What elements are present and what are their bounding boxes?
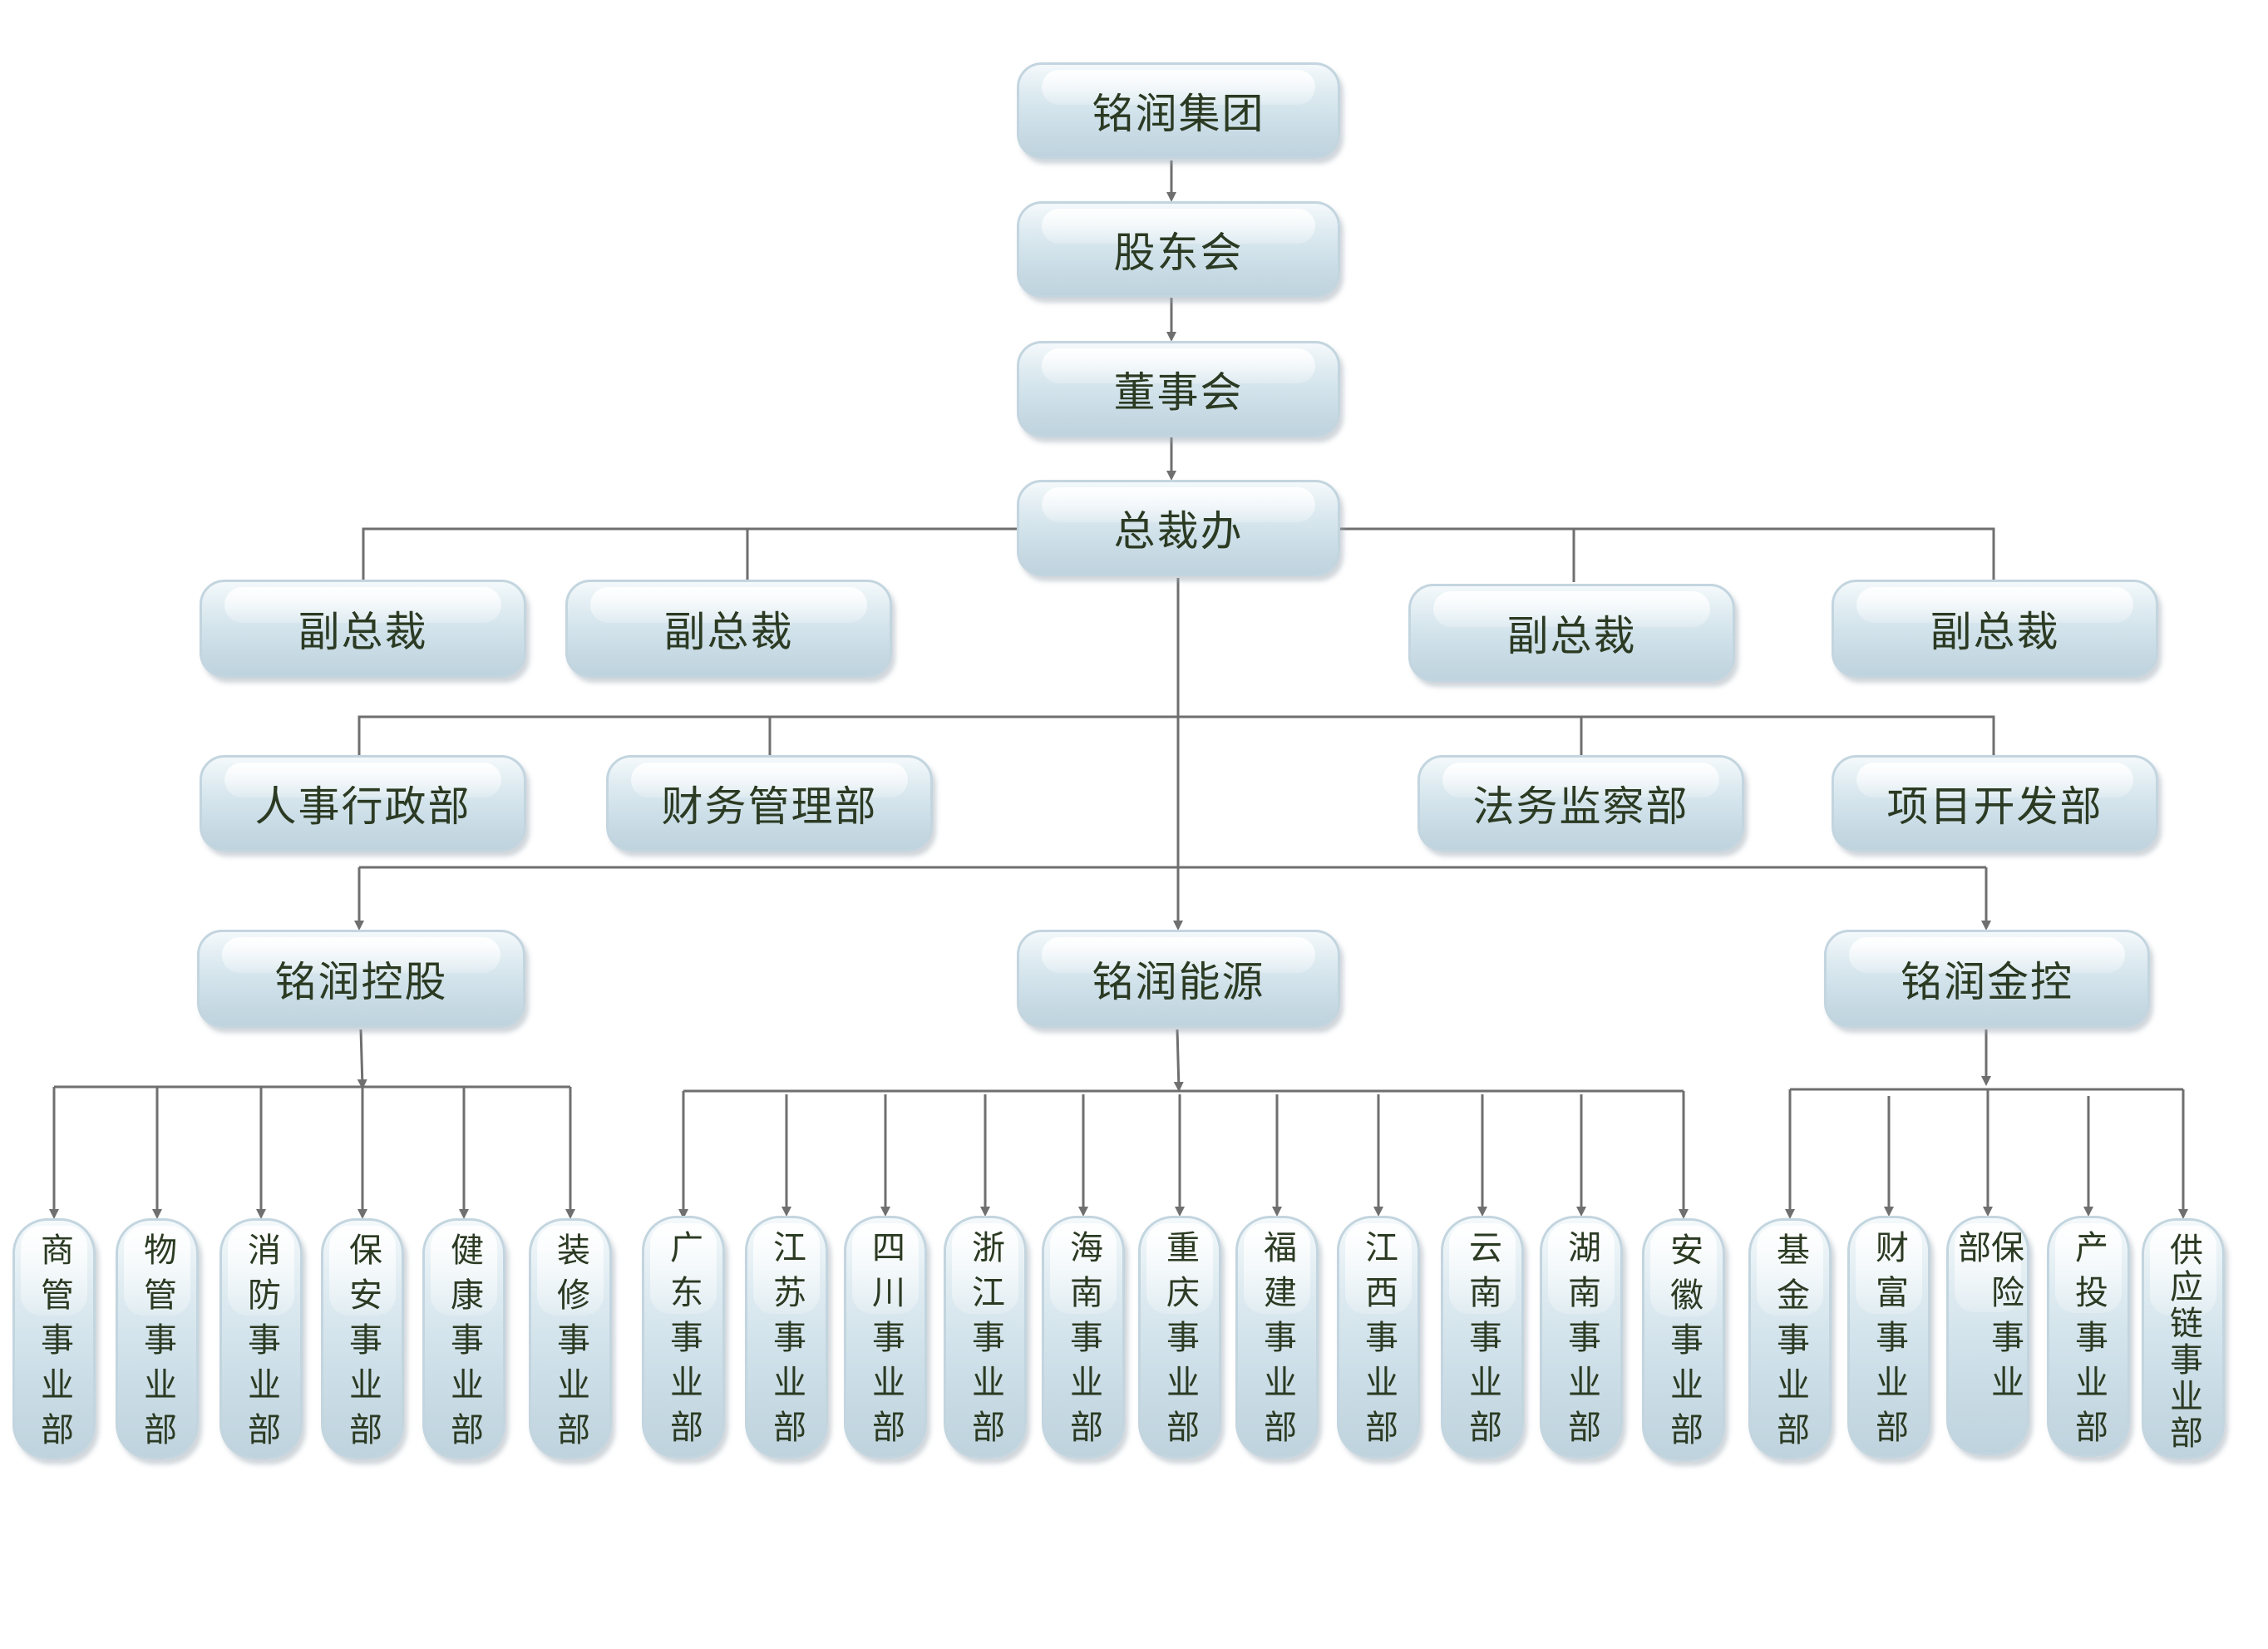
- node-label: 保安事业部: [343, 1232, 382, 1457]
- node-label: 铭润能源: [1092, 958, 1265, 1006]
- node-label: 项目开发部: [1886, 783, 2103, 831]
- node-label: 副总裁: [1930, 608, 2060, 656]
- node-label: 总裁办: [1113, 507, 1244, 555]
- node-unit-energy: 四川事业部: [844, 1216, 927, 1459]
- node-label: 物管事业部: [138, 1232, 176, 1457]
- node-unit-holding: 消防事业部: [219, 1218, 303, 1459]
- node-unit-energy: 浙江事业部: [944, 1216, 1027, 1459]
- node-unit-energy: 安徽事业部: [1642, 1218, 1725, 1461]
- node-label: 健康事业部: [445, 1232, 483, 1457]
- node-label: 财富事业部: [1870, 1230, 1908, 1454]
- node-unit-energy: 重庆事业部: [1138, 1216, 1221, 1459]
- node-board: 董事会: [1017, 341, 1340, 437]
- node-subsidiary-finance: 铭润金控: [1824, 930, 2150, 1028]
- node-unit-energy: 湖南事业部: [1540, 1216, 1623, 1459]
- node-unit-energy: 云南事业部: [1441, 1216, 1524, 1459]
- node-label: 装修事业部: [551, 1232, 589, 1457]
- node-label: 财务管理部: [661, 783, 878, 831]
- node-department-project: 项目开发部: [1832, 755, 2158, 852]
- node-label: 法务监察部: [1472, 783, 1689, 831]
- node-label: 保险事业部: [1952, 1230, 2024, 1410]
- node-label: 福建事业部: [1258, 1230, 1296, 1454]
- node-vice-president: 副总裁: [1832, 580, 2158, 678]
- node-label: 副总裁: [663, 608, 794, 656]
- node-label: 供应链事业部: [2164, 1232, 2202, 1452]
- node-department-legal: 法务监察部: [1418, 755, 1744, 852]
- node-president-office: 总裁办: [1017, 480, 1340, 576]
- node-unit-holding: 物管事业部: [116, 1218, 199, 1459]
- node-label: 江苏事业部: [767, 1230, 806, 1454]
- node-group: 铭润集团: [1017, 62, 1340, 159]
- node-label: 基金事业部: [1771, 1232, 1809, 1457]
- node-vice-president: 副总裁: [565, 580, 892, 678]
- node-label: 副总裁: [1506, 612, 1637, 660]
- node-department-finance: 财务管理部: [606, 755, 933, 852]
- node-label: 铭润集团: [1092, 90, 1265, 138]
- node-unit-finance: 供应链事业部: [2142, 1218, 2225, 1459]
- node-shareholders: 股东会: [1017, 201, 1340, 298]
- node-unit-holding: 保安事业部: [321, 1218, 404, 1459]
- node-unit-finance: 基金事业部: [1748, 1218, 1832, 1459]
- node-label: 海南事业部: [1064, 1230, 1102, 1454]
- node-department-hr: 人事行政部: [200, 755, 526, 852]
- node-label: 铭润控股: [274, 958, 448, 1006]
- node-unit-finance: 保险事业部: [1946, 1216, 2029, 1455]
- node-unit-energy: 江苏事业部: [745, 1216, 828, 1459]
- node-label: 铭润金控: [1901, 958, 2073, 1006]
- node-unit-energy: 江西事业部: [1337, 1216, 1420, 1459]
- node-label: 消防事业部: [242, 1232, 280, 1457]
- node-label: 湖南事业部: [1562, 1230, 1600, 1454]
- node-unit-finance: 财富事业部: [1847, 1216, 1930, 1459]
- node-unit-energy: 广东事业部: [642, 1216, 725, 1459]
- node-label: 副总裁: [298, 608, 428, 656]
- node-subsidiary-holding: 铭润控股: [197, 930, 525, 1028]
- node-unit-holding: 装修事业部: [529, 1218, 612, 1459]
- node-label: 江西事业部: [1359, 1230, 1398, 1454]
- node-unit-holding: 健康事业部: [422, 1218, 505, 1459]
- node-label: 浙江事业部: [966, 1230, 1004, 1454]
- node-label: 股东会: [1113, 229, 1244, 277]
- node-label: 云南事业部: [1463, 1230, 1501, 1454]
- node-label: 产投事业部: [2069, 1230, 2108, 1454]
- node-unit-holding: 商管事业部: [12, 1218, 96, 1459]
- node-label: 四川事业部: [866, 1230, 905, 1454]
- node-label: 重庆事业部: [1161, 1230, 1199, 1454]
- node-vice-president: 副总裁: [1408, 584, 1735, 682]
- node-unit-energy: 海南事业部: [1042, 1216, 1125, 1459]
- node-unit-finance: 产投事业部: [2047, 1216, 2130, 1457]
- node-label: 安徽事业部: [1664, 1232, 1703, 1457]
- node-vice-president: 副总裁: [200, 580, 526, 678]
- node-label: 广东事业部: [664, 1230, 703, 1454]
- node-unit-energy: 福建事业部: [1235, 1216, 1319, 1459]
- node-subsidiary-energy: 铭润能源: [1017, 930, 1340, 1028]
- node-label: 人事行政部: [254, 783, 471, 831]
- node-label: 商管事业部: [35, 1232, 73, 1457]
- node-label: 董事会: [1113, 368, 1244, 417]
